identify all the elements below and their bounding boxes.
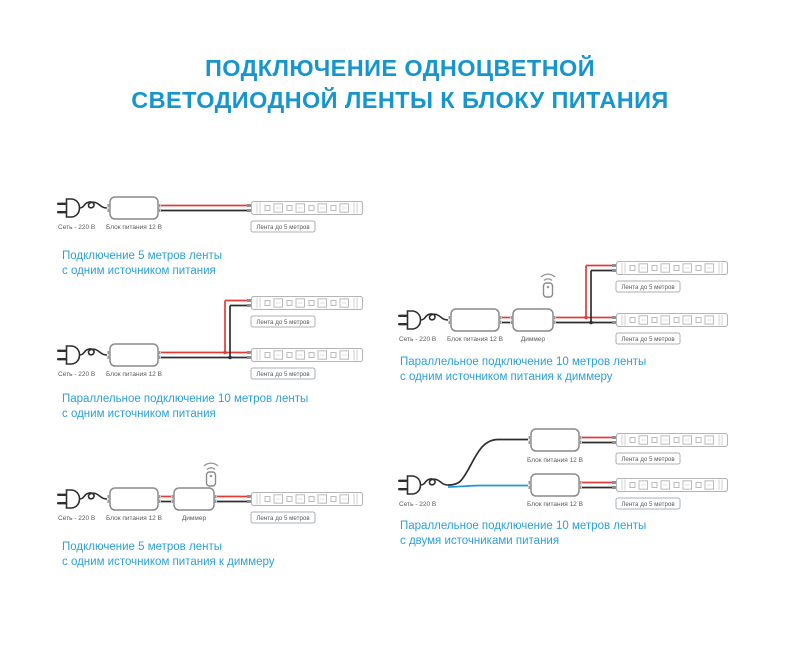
psu-label: Блок питания 12 В (527, 501, 583, 508)
led-strip (252, 202, 363, 215)
remote-control-icon (203, 462, 219, 487)
psu-label: Блок питания 12 В (527, 457, 583, 464)
dimmer-box (170, 487, 218, 511)
diagram-3-caption: Подключение 5 метров ленты с одним источ… (62, 540, 275, 570)
mains-label: Сеть - 220 В (58, 224, 95, 231)
remote-control-icon (540, 273, 556, 298)
strip-label-chip: Лента до 5 метров (250, 315, 316, 328)
page-title-line1: ПОДКЛЮЧЕНИЕ ОДНОЦВЕТНОЙ (204, 55, 596, 81)
plug-icon (56, 198, 108, 218)
led-strip-top (617, 262, 728, 275)
wires-psu-to-strip (161, 204, 251, 212)
page-title-line2: СВЕТОДИОДНОЙ ЛЕНТЫ К БЛОКУ ПИТАНИЯ (131, 87, 669, 113)
mains-label: Сеть - 220 В (58, 371, 95, 378)
caption-line: Параллельное подключение 10 метров ленты (400, 520, 647, 532)
wires-dimmer-to-strips (556, 264, 616, 325)
wires-psu-to-strips (161, 299, 251, 360)
diagram-4-dimmer-parallel: Лента до 5 метров Лента до 5 метро (398, 258, 758, 345)
led-strip-bottom (252, 349, 363, 362)
psu-box (106, 487, 162, 511)
svg-text:Лента до 5 метров: Лента до 5 метров (256, 515, 310, 522)
psu-box (447, 308, 503, 332)
svg-text:Лента до 5 метров: Лента до 5 метров (256, 319, 310, 326)
strip-label-chip: Лента до 5 метров (615, 280, 681, 293)
wires-psu-to-dimmer (502, 316, 510, 324)
mains-label: Сеть - 220 В (399, 336, 436, 343)
diagram-2-caption: Параллельное подключение 10 метров ленты… (62, 392, 308, 422)
diagram-4-caption: Параллельное подключение 10 метров ленты… (400, 355, 646, 385)
plug-icon (56, 345, 108, 365)
led-strip-bottom (617, 314, 728, 327)
psu-label: Блок питания 12 В (106, 515, 162, 522)
strip-label-chip: Лента до 5 метров (615, 452, 681, 465)
caption-line: Параллельное подключение 10 метров ленты (400, 356, 647, 368)
strip-label-chip: Лента до 5 метров (615, 497, 681, 510)
strip-label-chip: Лента до 5 метров (615, 332, 681, 345)
psu-box (106, 343, 162, 367)
svg-text:Лента до 5 метров: Лента до 5 метров (621, 501, 675, 508)
mains-label: Сеть - 220 В (58, 515, 95, 522)
wires-psu1-to-strip (582, 436, 616, 444)
psu-box-top (527, 428, 583, 452)
psu-box-bottom (527, 473, 583, 497)
wires-mains-split (447, 438, 528, 488)
svg-text:Лента до 5 метров: Лента до 5 метров (256, 371, 310, 378)
psu-label: Блок питания 12 В (447, 336, 503, 343)
dimmer-box (509, 308, 557, 332)
wires-dimmer-to-strip (217, 495, 251, 503)
strip-label-chip: Лента до 5 метров (250, 220, 316, 233)
strip-label-chip: Лента до 5 метров (250, 511, 316, 524)
diagram-3-dimmer-single: Лента до 5 метров Сеть - 220 В Блок пита… (56, 462, 375, 524)
diagram-5-two-psu: Блок питания 12 В Лента до 5 метров Лент… (398, 428, 758, 510)
svg-text:Лента до 5 метров: Лента до 5 метров (621, 456, 675, 463)
svg-text:Лента до 5 метров: Лента до 5 метров (256, 224, 310, 231)
strip-label-chip: Лента до 5 метров (250, 367, 316, 380)
led-strip-top (252, 297, 363, 310)
caption-line: Подключение 5 метров ленты (62, 541, 222, 553)
diagram-2-parallel-strips: Лента до 5 метров Лента до 5 метров Сеть… (56, 293, 375, 380)
caption-line: с одним источником питания к диммеру (400, 371, 613, 383)
caption-line: с двумя источниками питания (400, 535, 560, 547)
led-strip-bottom (617, 479, 728, 492)
caption-line: с одним источником питания (62, 265, 216, 277)
diagram-1-caption: Подключение 5 метров ленты с одним источ… (62, 249, 222, 279)
caption-line: Параллельное подключение 10 метров ленты (62, 393, 309, 405)
plug-icon (398, 310, 449, 330)
caption-line: с одним источником питания (62, 408, 216, 420)
plug-icon (398, 475, 449, 495)
led-strip (252, 493, 363, 506)
diagram-1-single-strip: Сеть - 220 В Блок питания 12 В Лента до … (56, 196, 375, 233)
wires-psu2-to-strip (582, 481, 616, 489)
diagram-5-caption: Параллельное подключение 10 метров ленты… (400, 519, 646, 549)
psu-label: Блок питания 12 В (106, 224, 162, 231)
svg-text:Лента до 5 метров: Лента до 5 метров (621, 284, 675, 291)
page-title: ПОДКЛЮЧЕНИЕ ОДНОЦВЕТНОЙ СВЕТОДИОДНОЙ ЛЕН… (0, 52, 800, 116)
plug-icon (56, 489, 108, 509)
psu-box (106, 196, 162, 220)
psu-label: Блок питания 12 В (106, 371, 162, 378)
svg-text:Лента до 5 метров: Лента до 5 метров (621, 336, 675, 343)
led-strip-top (617, 434, 728, 447)
caption-line: с одним источником питания к диммеру (62, 556, 275, 568)
wires-psu-to-dimmer (161, 495, 171, 503)
dimmer-label: Диммер (182, 515, 207, 522)
mains-label: Сеть - 220 В (399, 501, 436, 508)
dimmer-label: Диммер (521, 336, 546, 343)
caption-line: Подключение 5 метров ленты (62, 250, 222, 262)
